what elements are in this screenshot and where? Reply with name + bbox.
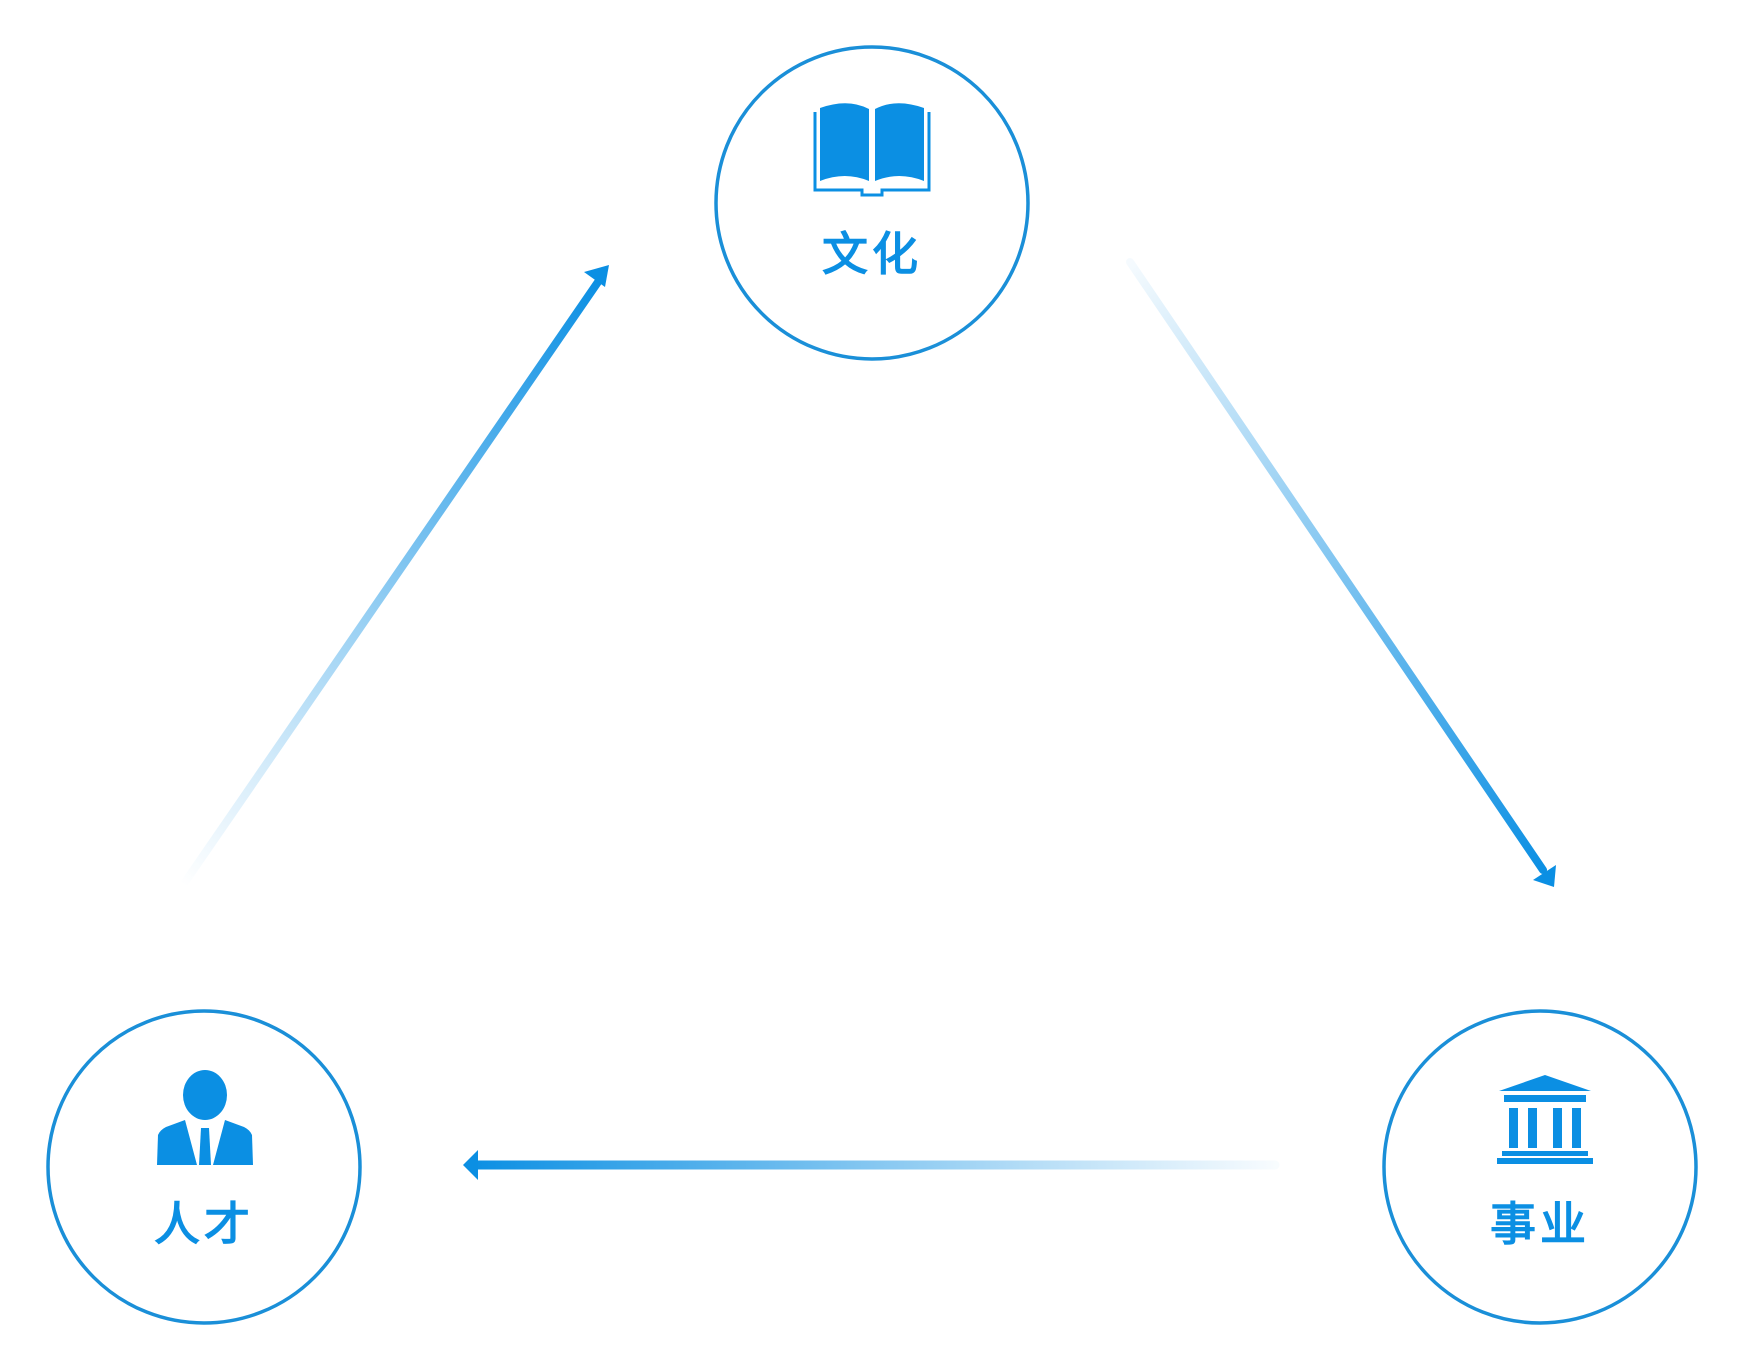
node-talent-label: 人才 (154, 1197, 254, 1251)
node-culture: 文化 (714, 45, 1030, 361)
arrow-talent-to-culture (179, 265, 609, 889)
node-talent: 人才 (46, 1009, 362, 1325)
node-culture-label: 文化 (822, 227, 922, 281)
arrow-culture-to-career (1126, 258, 1556, 887)
open-book-icon (813, 103, 931, 197)
institution-building-icon (1497, 1075, 1593, 1164)
node-career: 事业 (1382, 1009, 1698, 1325)
businessman-icon (157, 1070, 253, 1165)
arrow-career-to-talent (463, 1150, 1280, 1180)
node-career-label: 事业 (1490, 1197, 1590, 1251)
